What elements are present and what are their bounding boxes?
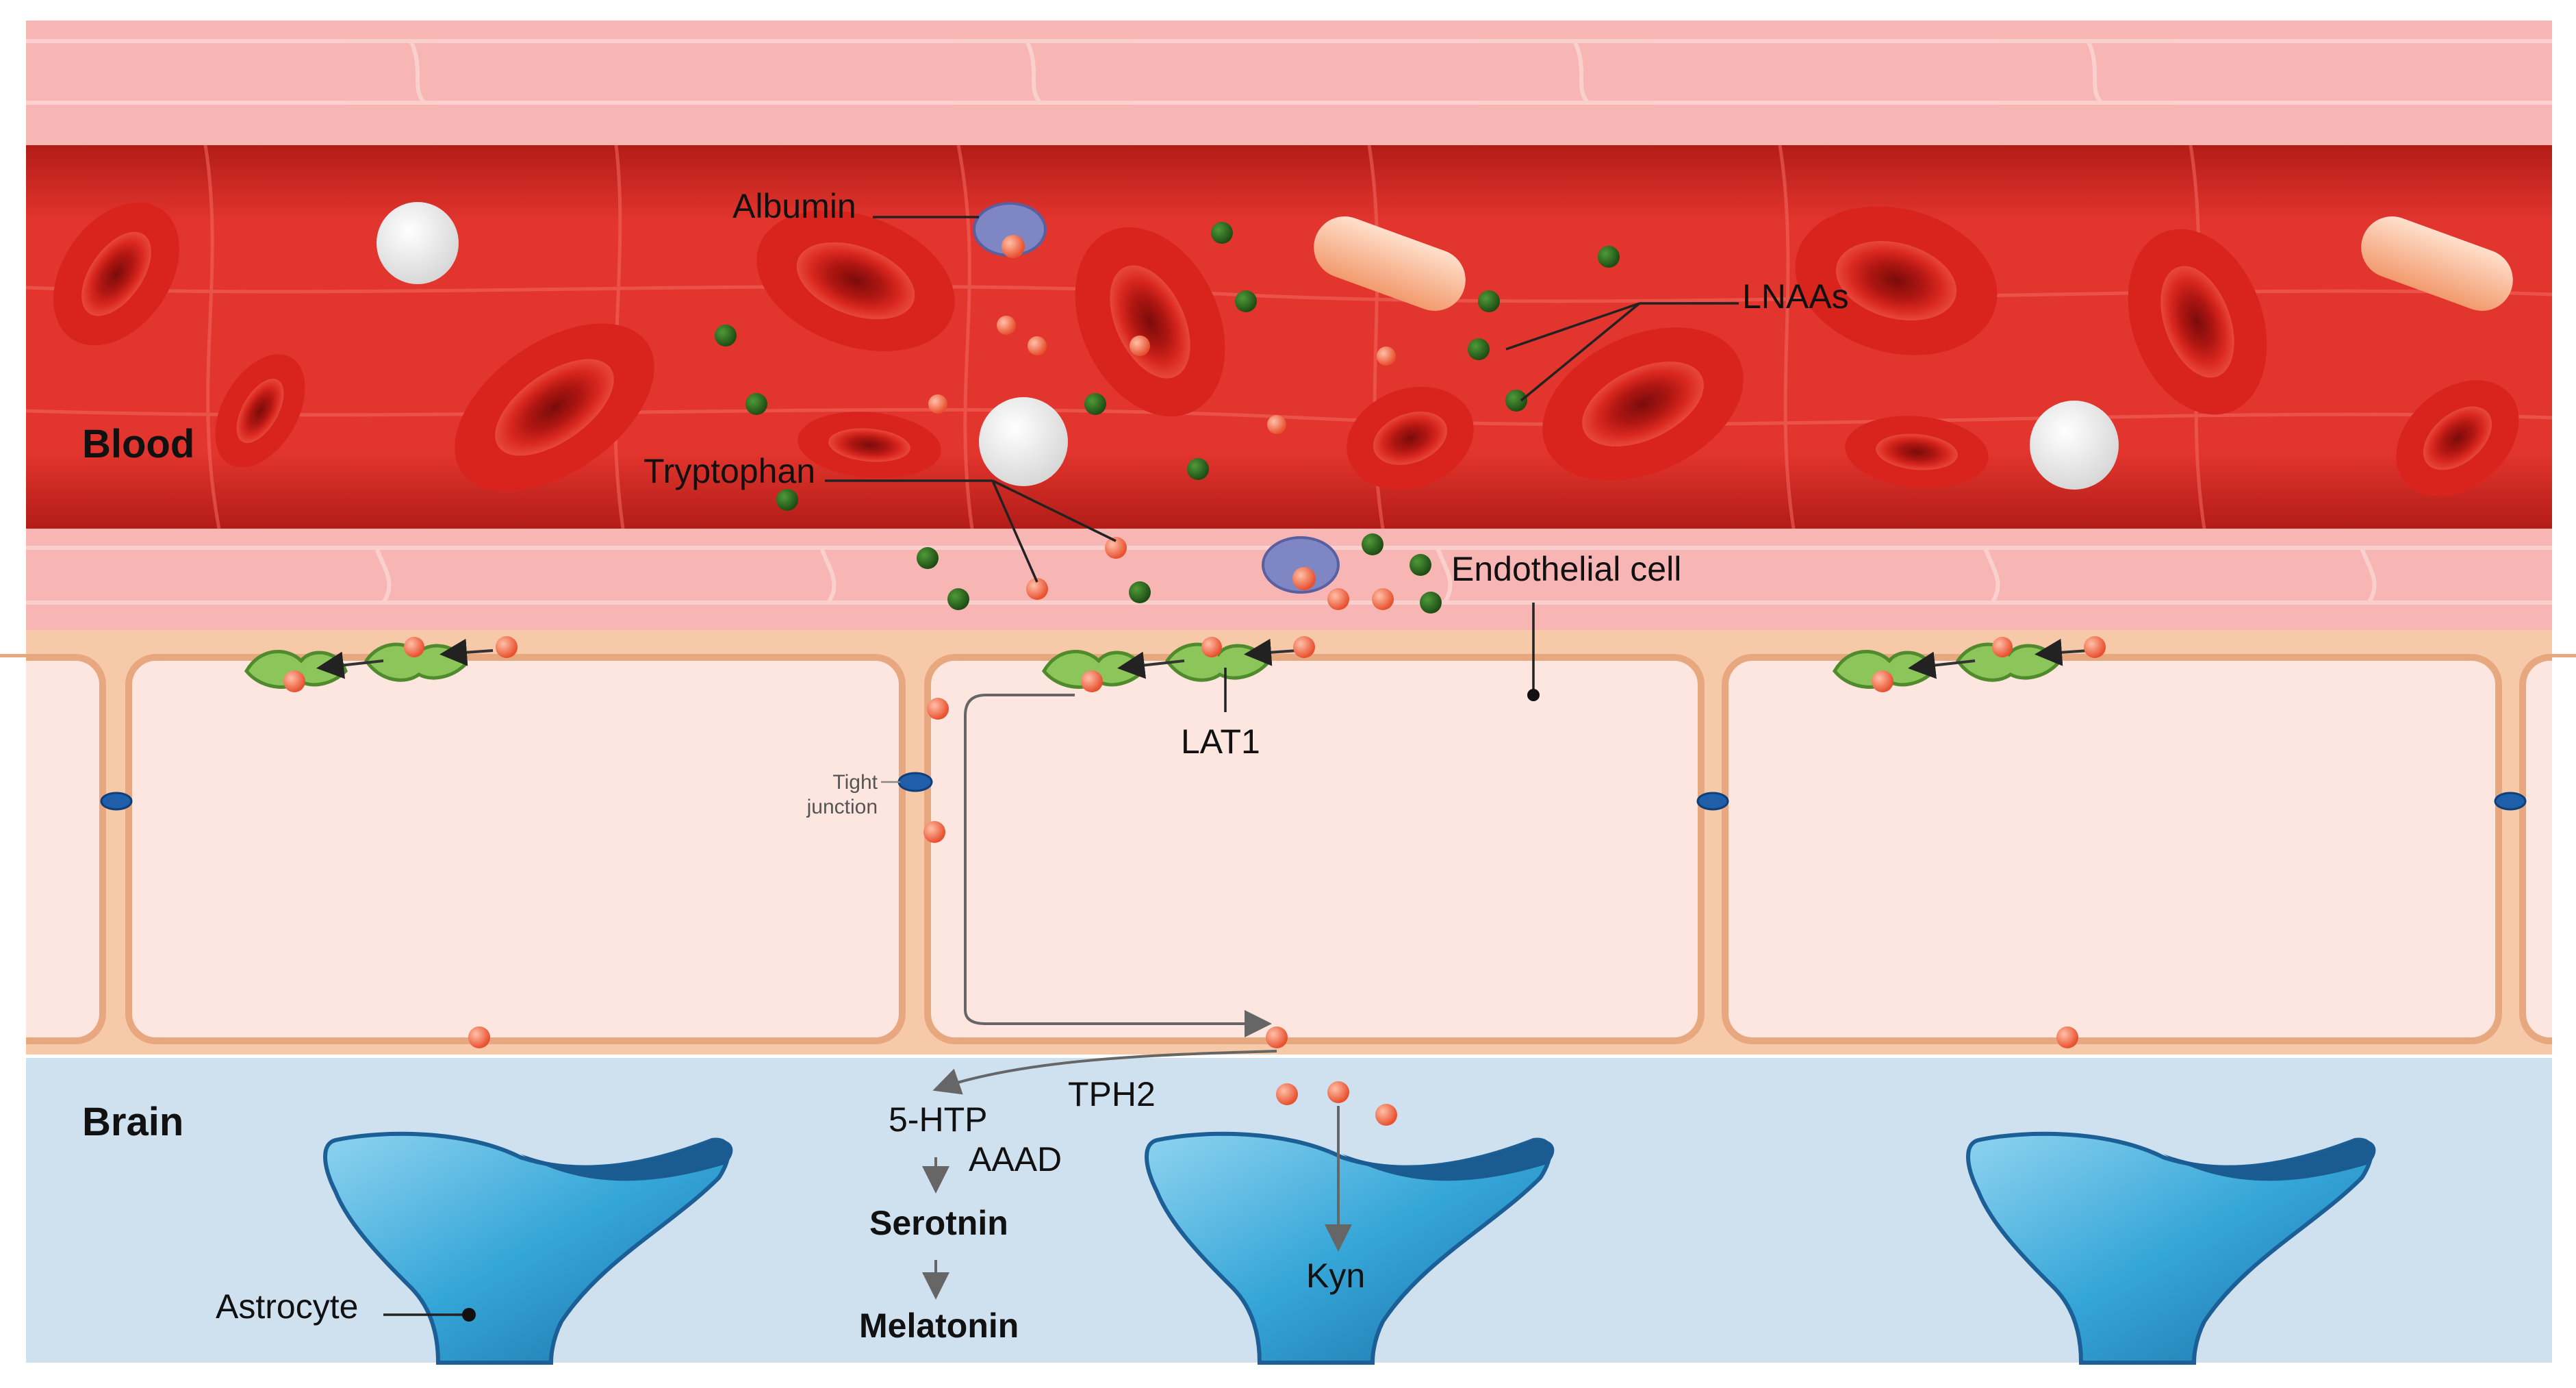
brain-tryptophan — [1276, 1081, 1397, 1126]
lat1-label: LAT1 — [1181, 722, 1260, 761]
endothelial-cell — [125, 654, 906, 1044]
lat1-transporters — [244, 638, 2089, 689]
lnaa-molecules — [715, 222, 1620, 1117]
leader-dots — [462, 689, 1540, 1322]
tight-junction-label-line1: Tight — [832, 771, 878, 794]
tight-junction-label-line2: junction — [806, 796, 878, 818]
transcellular-path — [964, 694, 1272, 1037]
tryptophan-transport — [283, 636, 2106, 1048]
blood-region-label: Blood — [82, 422, 194, 466]
brain-region-label: Brain — [82, 1100, 183, 1144]
tryptophan-molecules — [928, 316, 1396, 610]
kyn-label: Kyn — [1306, 1257, 1365, 1295]
albumin-molecules — [973, 202, 1340, 594]
melatonin-label: Melatonin — [859, 1307, 1019, 1345]
lnaas-label: LNAAs — [1742, 277, 1849, 316]
endothelial-layer — [0, 630, 2576, 1068]
five-htp-label: 5-HTP — [889, 1100, 987, 1139]
endothelial-cell — [1722, 654, 2502, 1044]
leader-lines — [383, 216, 1739, 1316]
endothelial-cell-label: Endothelial cell — [1451, 550, 1681, 588]
tight-junctions — [100, 772, 2527, 811]
tryptophan-label: Tryptophan — [643, 452, 815, 490]
astrocyte-label: Astrocyte — [216, 1287, 358, 1326]
red-blood-cells — [53, 202, 2519, 496]
albumin-label: Albumin — [732, 187, 856, 225]
platelets — [1314, 216, 2513, 311]
white-blood-cells — [377, 202, 2119, 490]
serotonin-label: Serotnin — [869, 1204, 1008, 1242]
tph2-label: TPH2 — [1068, 1075, 1156, 1113]
aaad-label: AAAD — [969, 1140, 1062, 1178]
endothelial-cell — [924, 654, 1705, 1044]
metabolic-pathway-arrows — [922, 1050, 1352, 1300]
